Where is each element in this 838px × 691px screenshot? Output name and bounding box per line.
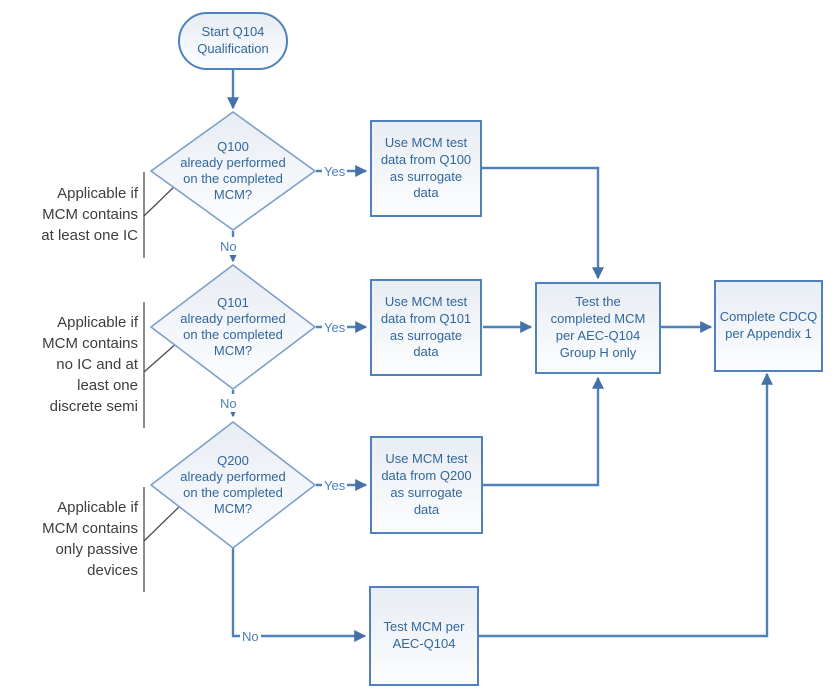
label-no-q100: No <box>218 237 239 255</box>
edge-q200-surrogate-to-test <box>483 376 604 487</box>
box-q200-surrogate-label: Use MCM test data from Q200 as surrogate… <box>381 451 472 517</box>
box-test-completed-mcm-label: Test the completed MCM per AEC-Q104 Grou… <box>550 294 646 360</box>
decision-q100-shape <box>149 111 317 231</box>
annotation-no-ic-discrete-semi: Applicable if MCM contains no IC and at … <box>42 314 138 415</box>
decision-q101-label: Q101 already performed on the completed … <box>180 294 286 359</box>
decision-q200-label: Q200 already performed on the completed … <box>180 452 286 517</box>
edge-test-mcm-to-cdcq <box>479 372 773 638</box>
decision-q100-label: Q100 already performed on the completed … <box>180 138 286 203</box>
box-q200-surrogate-data: Use MCM test data from Q200 as surrogate… <box>370 436 483 534</box>
edge-q200-no-to-test-mcm <box>231 547 367 642</box>
decision-q200-shape <box>149 420 317 550</box>
label-yes-q200: Yes <box>322 476 348 494</box>
label-no-q200: No <box>240 627 261 645</box>
annotation-at-least-one-ic: Applicable if MCM contains at least one … <box>41 185 138 244</box>
label-yes-q101: Yes <box>322 318 348 336</box>
label-no-q101: No <box>218 394 239 412</box>
edge-q100-surrogate-to-test <box>482 166 604 280</box>
callout-leader-passive <box>143 503 183 542</box>
box-complete-cdcq: Complete CDCQ per Appendix 1 <box>714 280 823 372</box>
callout-leader-discrete <box>143 341 179 373</box>
annotation-only-passive-devices: Applicable if MCM contains only passive … <box>42 499 138 579</box>
start-node: Start Q104 Qualification <box>178 12 288 70</box>
box-q100-surrogate-data: Use MCM test data from Q100 as surrogate… <box>370 120 482 217</box>
box-test-mcm-aec-q104-label: Test MCM per AEC-Q104 <box>383 619 465 651</box>
start-node-label: Start Q104 Qualification <box>197 24 269 56</box>
box-test-completed-mcm: Test the completed MCM per AEC-Q104 Grou… <box>535 282 661 374</box>
callout-leader-ic <box>143 183 178 217</box>
decision-q101-shape <box>149 263 317 391</box>
label-yes-q100: Yes <box>322 162 348 180</box>
box-q101-surrogate-data: Use MCM test data from Q101 as surrogate… <box>370 279 482 376</box>
box-test-mcm-aec-q104: Test MCM per AEC-Q104 <box>369 586 479 686</box>
box-q100-surrogate-label: Use MCM test data from Q100 as surrogate… <box>380 134 472 201</box>
box-q101-surrogate-label: Use MCM test data from Q101 as surrogate… <box>380 293 472 360</box>
box-complete-cdcq-label: Complete CDCQ per Appendix 1 <box>719 309 818 341</box>
